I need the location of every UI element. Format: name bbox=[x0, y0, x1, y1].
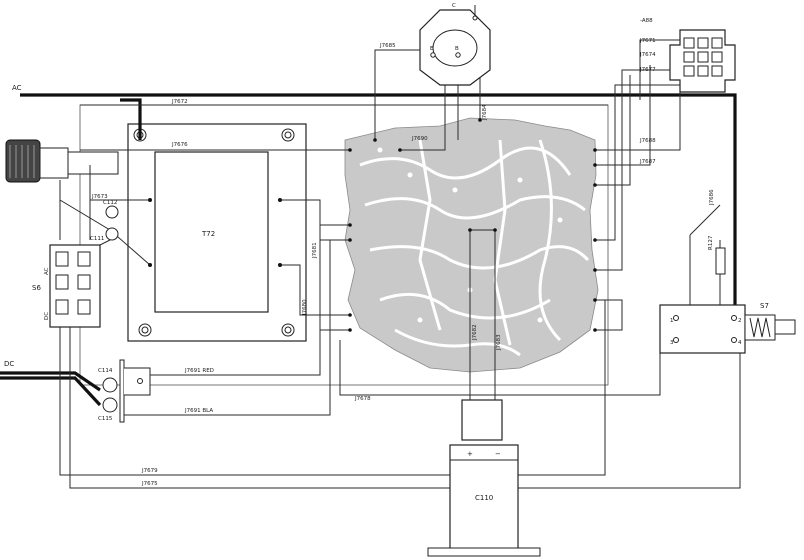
connector-a88-label: -A88 bbox=[640, 18, 653, 24]
wire-labels: J7672 J7676 J7673 J7685 J7684 J7690 J767… bbox=[91, 38, 715, 487]
label-j7672: J7672 bbox=[171, 99, 188, 105]
transistor-base-label: B bbox=[455, 46, 459, 52]
cap-c110-label: C110 bbox=[475, 494, 493, 502]
resistor-label: R127 bbox=[708, 235, 714, 250]
label-j7680: J7680 bbox=[302, 299, 308, 316]
switch-pin-2: 2 bbox=[738, 318, 742, 324]
label-j7671: J7671 bbox=[639, 38, 656, 44]
ac-bus: AC bbox=[12, 84, 737, 305]
switch-pin-3: 3 bbox=[670, 340, 674, 346]
switch-pin-1: 1 bbox=[670, 318, 674, 324]
label-j7691-red: J7691 RED bbox=[184, 368, 214, 374]
label-j7677: J7677 bbox=[639, 67, 656, 73]
label-j7690: J7690 bbox=[411, 136, 428, 142]
fuse-holder bbox=[5, 139, 119, 183]
jack-block-s6: S6 AC DC bbox=[32, 244, 101, 328]
label-j7676: J7676 bbox=[171, 142, 188, 148]
label-j7678: J7678 bbox=[354, 396, 371, 402]
label-j7682: J7682 bbox=[472, 324, 478, 341]
jack-ac-label: AC bbox=[44, 267, 50, 275]
label-j7687: J7687 bbox=[639, 159, 656, 165]
jack-block-label: S6 bbox=[32, 284, 41, 292]
connector-a88: -A88 bbox=[640, 18, 736, 93]
ac-bus-label: AC bbox=[12, 84, 22, 92]
label-j7684: J7684 bbox=[482, 104, 488, 121]
jack-dc-label: DC bbox=[44, 312, 50, 320]
resistor-r127: R127 bbox=[708, 235, 726, 275]
label-j7673: J7673 bbox=[91, 194, 108, 200]
switch-s7-label: S7 bbox=[760, 302, 769, 310]
label-j7691-bla: J7691 BLA bbox=[184, 408, 213, 414]
dc-bus-label: DC bbox=[4, 360, 14, 368]
wiring bbox=[59, 5, 741, 489]
label-j7688: J7688 bbox=[639, 138, 656, 144]
label-j7685: J7685 bbox=[379, 43, 396, 49]
cap-c115-label: C115 bbox=[98, 416, 113, 422]
cap-c110-minus: − bbox=[495, 450, 501, 458]
switch-pin-4: 4 bbox=[738, 340, 742, 346]
label-j7681: J7681 bbox=[312, 242, 318, 259]
power-transistor: C E B bbox=[419, 3, 491, 86]
cap-c110-plus: + bbox=[467, 450, 473, 458]
label-j7683: J7683 bbox=[496, 334, 502, 351]
junction-dots bbox=[148, 118, 597, 332]
dc-bus: DC bbox=[0, 360, 102, 407]
cap-c114-label: C114 bbox=[98, 368, 113, 374]
label-j7686: J7686 bbox=[709, 189, 715, 206]
pcb-board bbox=[344, 117, 599, 373]
label-j7679: J7679 bbox=[141, 468, 158, 474]
capacitor-c110: + − C110 bbox=[427, 399, 541, 557]
label-j7675: J7675 bbox=[141, 481, 158, 487]
cap-c111-label: C111 bbox=[90, 236, 104, 242]
switch-s7: S7 1 2 3 4 bbox=[659, 302, 796, 354]
cap-c112-label: C112 bbox=[103, 200, 117, 206]
transistor-collector-label: C bbox=[452, 3, 456, 9]
transistor-emitter-label: E bbox=[430, 46, 434, 52]
label-j7674: J7674 bbox=[639, 52, 656, 58]
small-capacitors: C112 C111 C114 C115 bbox=[90, 200, 151, 423]
transformer-label: T72 bbox=[201, 230, 215, 238]
transformer-t72: T72 bbox=[127, 123, 307, 342]
